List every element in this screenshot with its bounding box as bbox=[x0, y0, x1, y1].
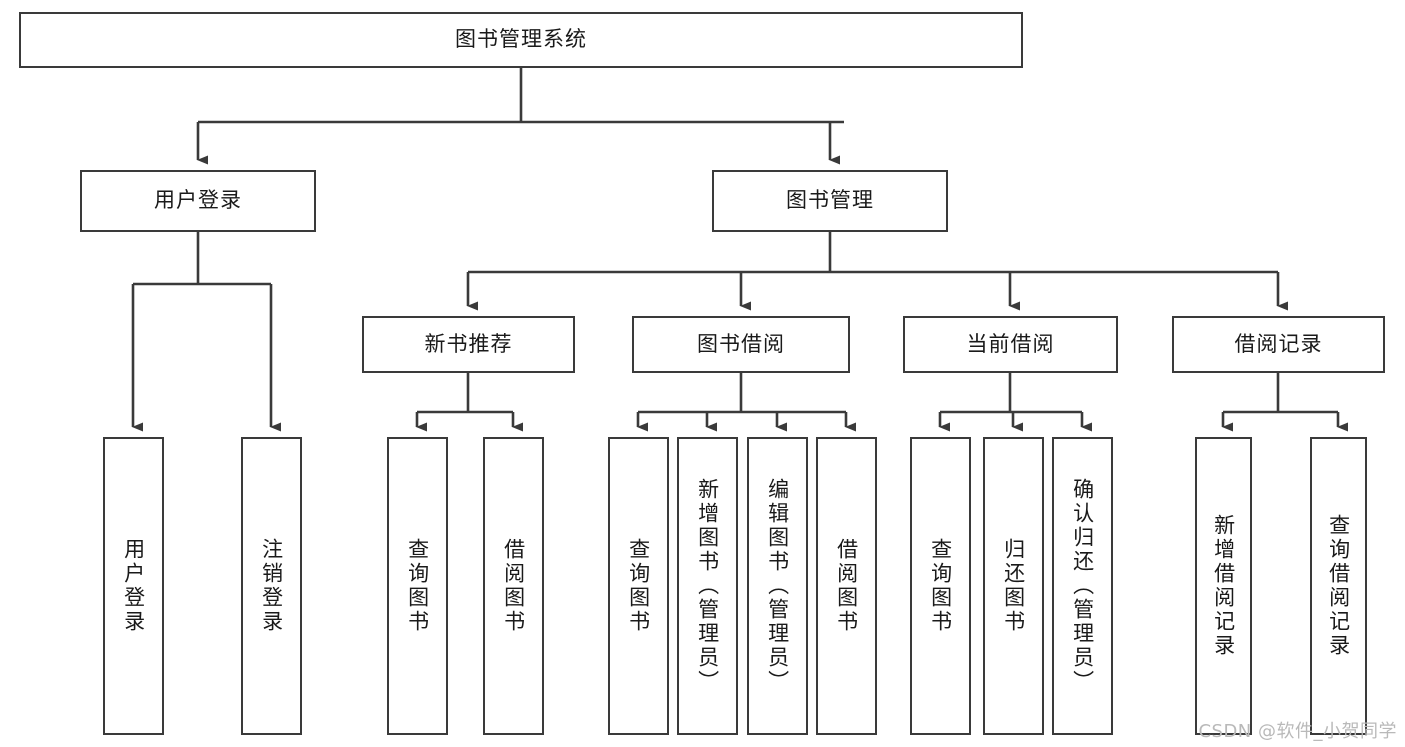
node-leaf-query-borrow-rec-label: 查询借阅记录 bbox=[1326, 514, 1351, 658]
node-current-borrow[interactable]: 当前借阅 bbox=[903, 316, 1118, 373]
node-leaf-query-book-bor[interactable]: 查询图书 bbox=[608, 437, 669, 735]
node-leaf-query-book-cur[interactable]: 查询图书 bbox=[910, 437, 971, 735]
node-new-book-rec-label: 新书推荐 bbox=[424, 331, 513, 356]
node-leaf-user-login-label: 用户登录 bbox=[121, 538, 146, 634]
node-borrow-record-label: 借阅记录 bbox=[1234, 331, 1323, 356]
node-leaf-add-borrow-rec-label: 新增借阅记录 bbox=[1211, 514, 1236, 658]
node-leaf-add-borrow-rec[interactable]: 新增借阅记录 bbox=[1195, 437, 1252, 735]
node-leaf-query-borrow-rec[interactable]: 查询借阅记录 bbox=[1310, 437, 1367, 735]
node-leaf-user-login[interactable]: 用户登录 bbox=[103, 437, 164, 735]
node-book-manage[interactable]: 图书管理 bbox=[712, 170, 948, 232]
node-user-login-label: 用户登录 bbox=[154, 188, 242, 213]
csdn-watermark: CSDN @软件_小贺同学 bbox=[1198, 721, 1397, 742]
node-current-borrow-label: 当前借阅 bbox=[966, 331, 1055, 356]
node-book-manage-label: 图书管理 bbox=[786, 188, 874, 213]
node-leaf-borrow-book-bor[interactable]: 借阅图书 bbox=[816, 437, 877, 735]
node-leaf-query-book-rec[interactable]: 查询图书 bbox=[387, 437, 448, 735]
node-leaf-logout-login-label: 注销登录 bbox=[259, 538, 284, 634]
node-leaf-add-book-admin-label: 新增图书（管理员） bbox=[695, 478, 720, 694]
node-leaf-add-book-admin[interactable]: 新增图书（管理员） bbox=[677, 437, 738, 735]
node-leaf-query-book-rec-label: 查询图书 bbox=[405, 538, 430, 634]
node-leaf-query-book-bor-label: 查询图书 bbox=[626, 538, 651, 634]
node-book-borrow-label: 图书借阅 bbox=[697, 331, 785, 356]
node-leaf-return-book[interactable]: 归还图书 bbox=[983, 437, 1044, 735]
node-borrow-record[interactable]: 借阅记录 bbox=[1172, 316, 1385, 373]
node-leaf-query-book-cur-label: 查询图书 bbox=[928, 538, 953, 634]
node-book-borrow[interactable]: 图书借阅 bbox=[632, 316, 850, 373]
node-root[interactable]: 图书管理系统 bbox=[19, 12, 1023, 68]
node-leaf-confirm-return-label: 确认归还（管理员） bbox=[1070, 478, 1095, 694]
node-root-label: 图书管理系统 bbox=[455, 27, 587, 52]
node-leaf-borrow-book-rec[interactable]: 借阅图书 bbox=[483, 437, 544, 735]
node-leaf-logout-login[interactable]: 注销登录 bbox=[241, 437, 302, 735]
node-leaf-borrow-book-rec-label: 借阅图书 bbox=[501, 538, 526, 634]
node-leaf-borrow-book-bor-label: 借阅图书 bbox=[834, 538, 859, 634]
node-leaf-edit-book-admin-label: 编辑图书（管理员） bbox=[765, 478, 790, 694]
node-leaf-return-book-label: 归还图书 bbox=[1001, 538, 1026, 634]
node-leaf-edit-book-admin[interactable]: 编辑图书（管理员） bbox=[747, 437, 808, 735]
node-new-book-rec[interactable]: 新书推荐 bbox=[362, 316, 575, 373]
node-user-login[interactable]: 用户登录 bbox=[80, 170, 316, 232]
node-leaf-confirm-return[interactable]: 确认归还（管理员） bbox=[1052, 437, 1113, 735]
